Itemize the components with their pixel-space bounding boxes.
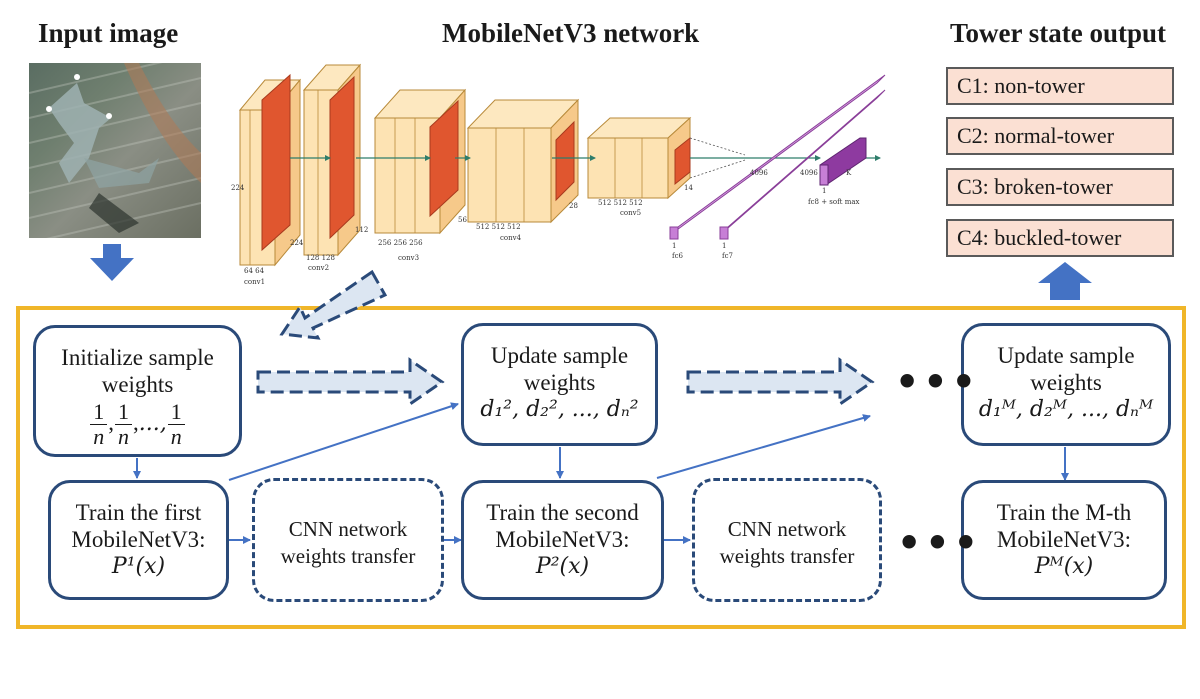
- conv4-block: [466, 98, 580, 224]
- train-first-node: Train the first MobileNetV3: P¹(x): [48, 480, 229, 600]
- output-class-c3: C3: broken-tower: [946, 168, 1174, 206]
- svg-text:conv4: conv4: [500, 234, 522, 242]
- svg-text:14: 14: [684, 184, 693, 192]
- weights-transfer-node-2: CNN network weights transfer: [692, 478, 882, 602]
- input-image-heading: Input image: [38, 18, 179, 48]
- svg-text:112: 112: [355, 226, 368, 234]
- svg-text:224: 224: [290, 239, 304, 247]
- svg-text:4096: 4096: [800, 169, 818, 177]
- weights-transfer-node-1: CNN network weights transfer: [252, 478, 444, 602]
- output-class-c1: C1: non-tower: [946, 67, 1174, 105]
- svg-text:1: 1: [672, 242, 676, 250]
- ellipsis-top: •••: [895, 360, 980, 404]
- output-class-c4: C4: buckled-tower: [946, 219, 1174, 257]
- svg-text:512 512 512: 512 512 512: [476, 223, 521, 231]
- conv2-block: [302, 63, 362, 257]
- svg-text:1: 1: [822, 187, 826, 195]
- svg-text:1: 1: [722, 242, 726, 250]
- output-class-c2: C2: normal-tower: [946, 117, 1174, 155]
- input-aerial-photo: [29, 63, 201, 238]
- network-to-process-dashed-arrow: [279, 269, 388, 340]
- svg-text:fc8 + soft max: fc8 + soft max: [808, 198, 860, 206]
- svg-text:512 512 512: 512 512 512: [598, 199, 643, 207]
- conv3-block: [373, 88, 467, 235]
- dashed-flow-arrow-2: [686, 357, 875, 407]
- svg-text:64 64: 64 64: [244, 267, 265, 275]
- svg-text:fc7: fc7: [722, 252, 733, 260]
- network-heading: MobileNetV3 network: [442, 18, 700, 48]
- output-heading: Tower state output: [950, 18, 1167, 48]
- dashed-flow-arrow-1: [256, 357, 445, 407]
- input-down-arrow: [90, 244, 134, 281]
- update-weights-node-2: Update sample weights d₁², d₂², ..., dₙ²: [461, 323, 658, 446]
- svg-text:56: 56: [458, 216, 467, 224]
- conv5-block: [586, 116, 692, 200]
- svg-text:conv1: conv1: [244, 278, 265, 286]
- svg-text:256 256 256: 256 256 256: [378, 239, 423, 247]
- svg-text:224: 224: [231, 184, 245, 192]
- fc-layers: [669, 74, 886, 240]
- boosting-process-frame: [16, 306, 1186, 629]
- svg-text:128 128: 128 128: [306, 254, 335, 262]
- output-up-arrow: [1038, 262, 1092, 300]
- train-second-node: Train the second MobileNetV3: P²(x): [461, 480, 664, 600]
- ellipsis-bottom: •••: [897, 521, 982, 565]
- svg-text:28: 28: [569, 202, 578, 210]
- svg-text:fc6: fc6: [672, 252, 684, 260]
- train-mth-node: Train the M-th MobileNetV3: Pᴹ(x): [961, 480, 1167, 600]
- update-weights-node-m: Update sample weights d₁ᴹ, d₂ᴹ, ..., dₙᴹ: [961, 323, 1171, 446]
- svg-text:conv5: conv5: [620, 209, 641, 217]
- svg-text:conv2: conv2: [308, 264, 329, 272]
- conv1-block: [238, 73, 302, 267]
- svg-text:4096: 4096: [750, 169, 768, 177]
- svg-text:K: K: [846, 169, 852, 177]
- svg-text:conv3: conv3: [398, 254, 419, 262]
